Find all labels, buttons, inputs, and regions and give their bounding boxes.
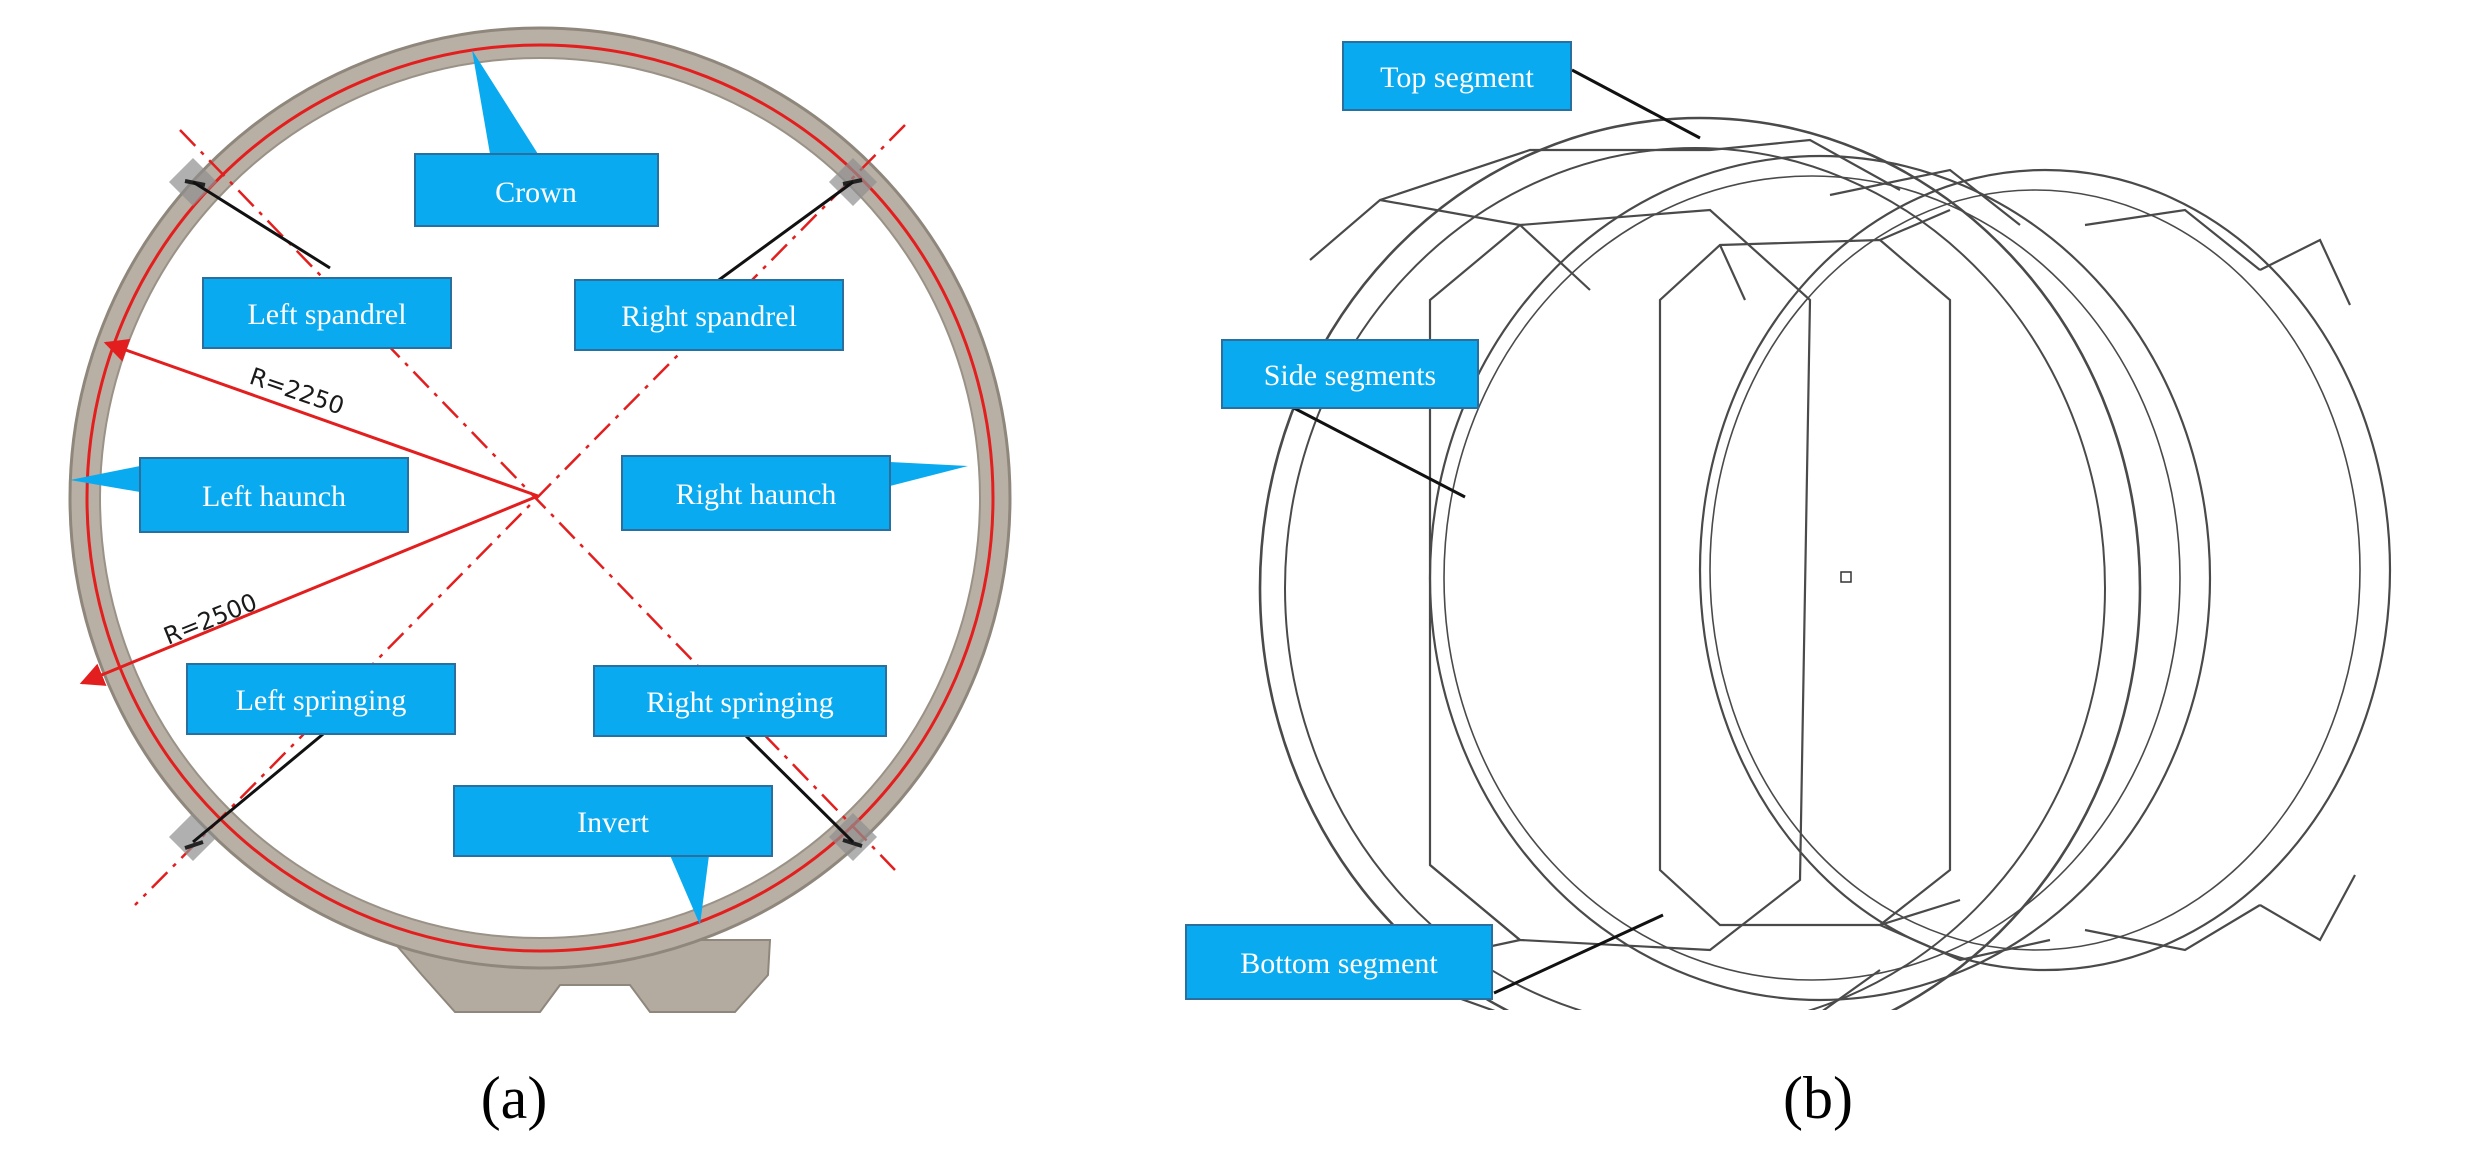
svg-text:Invert: Invert [577,806,649,839]
side-segments-label: Side segments [1221,339,1479,409]
segment-rings-sketch [1258,116,2392,1010]
right-springing-label: Right springing [593,665,887,737]
svg-text:Crown: Crown [495,176,577,209]
axis-diagonal-1 [179,129,896,871]
svg-text:Side segments: Side segments [1264,359,1437,392]
svg-text:Left spandrel: Left spandrel [247,298,406,331]
svg-text:Left springing: Left springing [236,684,407,717]
ring-back-inner [1709,189,2361,951]
svg-text:Right spandrel: Right spandrel [621,300,797,333]
svg-text:Left haunch: Left haunch [202,480,346,513]
panel-a-label: (a) [481,1065,548,1131]
radius-arrow-outer [79,494,539,686]
right-haunch-label: Right haunch [621,455,891,531]
right-spandrel-label: Right spandrel [574,279,844,351]
centre-marker [1840,571,1852,583]
design-circle [85,43,995,953]
panel-a: R=2250 R=2500 [68,26,1012,1131]
invert-label: Invert [453,785,773,857]
svg-text:Top segment: Top segment [1380,61,1534,94]
panel-b: Top segment Side segments Bottom segment… [1185,41,2392,1131]
ring-front-outer [1258,116,2142,1010]
leader-lines-a [192,180,855,844]
left-springing-label: Left springing [186,663,456,735]
ring-second-inner [1443,175,2181,981]
crown-label: Crown [414,153,659,227]
panel-b-label: (b) [1783,1065,1853,1131]
segment-ring-front [1428,208,1812,952]
bottom-segment-label: Bottom segment [1185,924,1493,1000]
svg-text:Right springing: Right springing [646,686,834,719]
svg-text:Bottom segment: Bottom segment [1240,947,1438,980]
ring-back-outer [1698,168,2392,972]
left-spandrel-label: Left spandrel [202,277,452,349]
top-segment-label: Top segment [1342,41,1572,111]
radius-arrow-inner [103,338,539,498]
svg-text:Right haunch: Right haunch [676,478,837,511]
ring-front-inner [1284,147,2106,1010]
left-haunch-label: Left haunch [139,457,409,533]
axis-diagonal-2 [134,124,906,906]
leader-lines-b [1289,68,1701,995]
